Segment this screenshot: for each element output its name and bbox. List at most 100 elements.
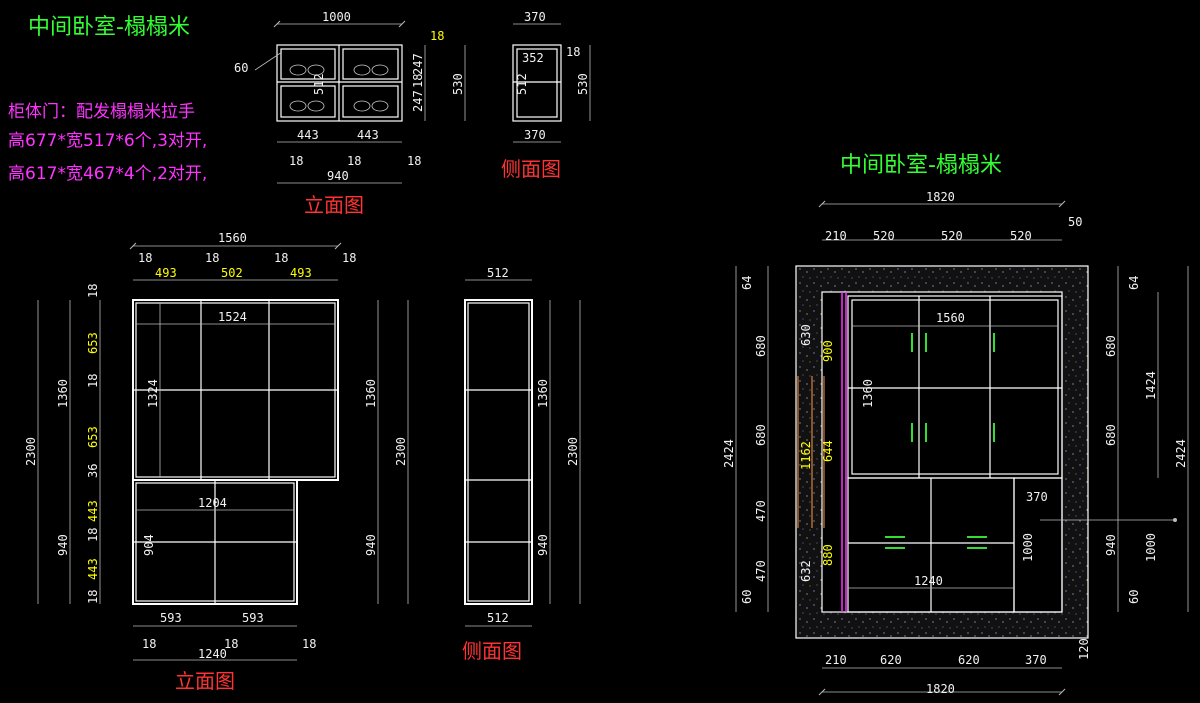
small-elevation-title: 立面图: [304, 193, 364, 217]
dim-label: 493: [155, 266, 177, 280]
large-elevation-title: 立面图: [175, 669, 235, 693]
dim-label: 18: [302, 637, 316, 651]
small-side-view: 370 352 18 512 530 370: [512, 10, 591, 143]
dim-height: 1360: [56, 379, 70, 408]
note-line-2: 高677*宽517*6个,3对开,: [8, 131, 207, 151]
dim-label: 630: [799, 324, 813, 346]
dim-label: 18: [274, 251, 288, 265]
dim-label: 520: [873, 229, 895, 243]
dim-label: 470: [754, 500, 768, 522]
dim-height: 530: [451, 73, 465, 95]
dim-label: 644: [821, 440, 835, 462]
shoe-icon: [289, 64, 389, 112]
dim-label: 470: [754, 560, 768, 582]
dim-label: 210: [825, 229, 847, 243]
dim-label: 1000: [1144, 533, 1158, 562]
dim-label: 443: [357, 128, 379, 142]
dim-depth: 370: [524, 128, 546, 142]
dim-label: 1000: [1021, 533, 1035, 562]
dim-width: 1000: [322, 10, 351, 24]
dim-label: 60: [1127, 590, 1141, 604]
small-side-outline: [512, 44, 562, 122]
dim-label: 680: [754, 424, 768, 446]
dim-inner-width: 1204: [198, 496, 227, 510]
dim-room-width: 1820: [926, 682, 955, 696]
dim-label: 632: [799, 560, 813, 582]
dim-label: 620: [880, 653, 902, 667]
dim-label: 370: [1026, 490, 1048, 504]
note-line-1: 柜体门：配发榻榻米拉手: [8, 102, 195, 122]
dim-depth: 352: [522, 51, 544, 65]
dim-label: 18: [289, 154, 303, 168]
dim-label: 18: [86, 284, 100, 298]
small-side-title: 侧面图: [501, 157, 561, 181]
dim-label: 18: [347, 154, 361, 168]
dim-width: 1560: [218, 231, 247, 245]
dim-label: 247: [411, 90, 425, 112]
dim-label: 680: [1104, 424, 1118, 446]
dim-label: 520: [941, 229, 963, 243]
dim-label: 18: [142, 637, 156, 651]
dim-label: 18: [411, 74, 425, 88]
dim-label: 680: [1104, 335, 1118, 357]
dim-label: 247: [411, 53, 425, 75]
dim-inner-width: 1524: [218, 310, 247, 324]
dim-height: 2300: [394, 437, 408, 466]
dim-height: 2300: [24, 437, 38, 466]
dim-inner-width: 1240: [914, 574, 943, 588]
room-interior: [821, 291, 1063, 613]
dim-label: 18: [86, 528, 100, 542]
drawing-title: 中间卧室-榻榻米: [28, 15, 190, 40]
large-side-view: 512 1360 940 2300 512: [464, 266, 581, 627]
dim-label: 60: [234, 61, 248, 75]
dim-room-width: 1820: [926, 190, 955, 204]
floor-plan: 1820 210 520 520 520 50 64 680 680 470 4…: [722, 190, 1189, 696]
plan-title: 中间卧室-榻榻米: [840, 153, 1002, 178]
dim-room-height: 2424: [1174, 439, 1188, 468]
dim-label: 520: [1010, 229, 1032, 243]
dim-label: 64: [740, 276, 754, 290]
dim-label: 18: [566, 45, 580, 59]
large-side-outline: [464, 299, 533, 605]
dim-inner-height: 512: [515, 73, 529, 95]
dim-height: 2300: [566, 437, 580, 466]
dim-label: 940: [1104, 534, 1118, 556]
dim-inner-height: 1360: [861, 379, 875, 408]
dim-label: 18: [205, 251, 219, 265]
dim-inner-height: 512: [312, 73, 326, 95]
dim-label: 18: [86, 590, 100, 604]
dim-label: 18: [138, 251, 152, 265]
dim-label: 18: [342, 251, 356, 265]
dim-height: 530: [576, 73, 590, 95]
dim-label: 1162: [799, 441, 813, 470]
dim-room-height: 2424: [722, 439, 736, 468]
dim-depth: 370: [524, 10, 546, 24]
large-side-title: 侧面图: [462, 639, 522, 663]
dim-label: 210: [825, 653, 847, 667]
side-cabinet-plan: [1013, 477, 1063, 613]
note-line-3: 高617*宽467*4个,2对开,: [8, 164, 207, 184]
dim-label: 493: [290, 266, 312, 280]
dim-label: 18: [430, 29, 444, 43]
dim-height: 940: [536, 534, 550, 556]
dim-label: 502: [221, 266, 243, 280]
dim-depth: 512: [487, 611, 509, 625]
dim-label: 50: [1068, 215, 1082, 229]
dim-width: 1240: [198, 647, 227, 661]
dim-height: 940: [56, 534, 70, 556]
dim-label: 18: [407, 154, 421, 168]
dim-label: 653: [86, 426, 100, 448]
dim-label: 64: [1127, 276, 1141, 290]
handle-icon: [885, 333, 995, 549]
dim-inner-height: 904: [142, 534, 156, 556]
dim-inner-width: 1560: [936, 311, 965, 325]
dim-label: 18: [224, 637, 238, 651]
dim-depth: 512: [487, 266, 509, 280]
dim-height: 1360: [536, 379, 550, 408]
dim-label: 1424: [1144, 371, 1158, 400]
dim-label: 36: [86, 464, 100, 478]
dim-width: 940: [327, 169, 349, 183]
dim-label: 120: [1077, 638, 1091, 660]
dim-label: 680: [754, 335, 768, 357]
